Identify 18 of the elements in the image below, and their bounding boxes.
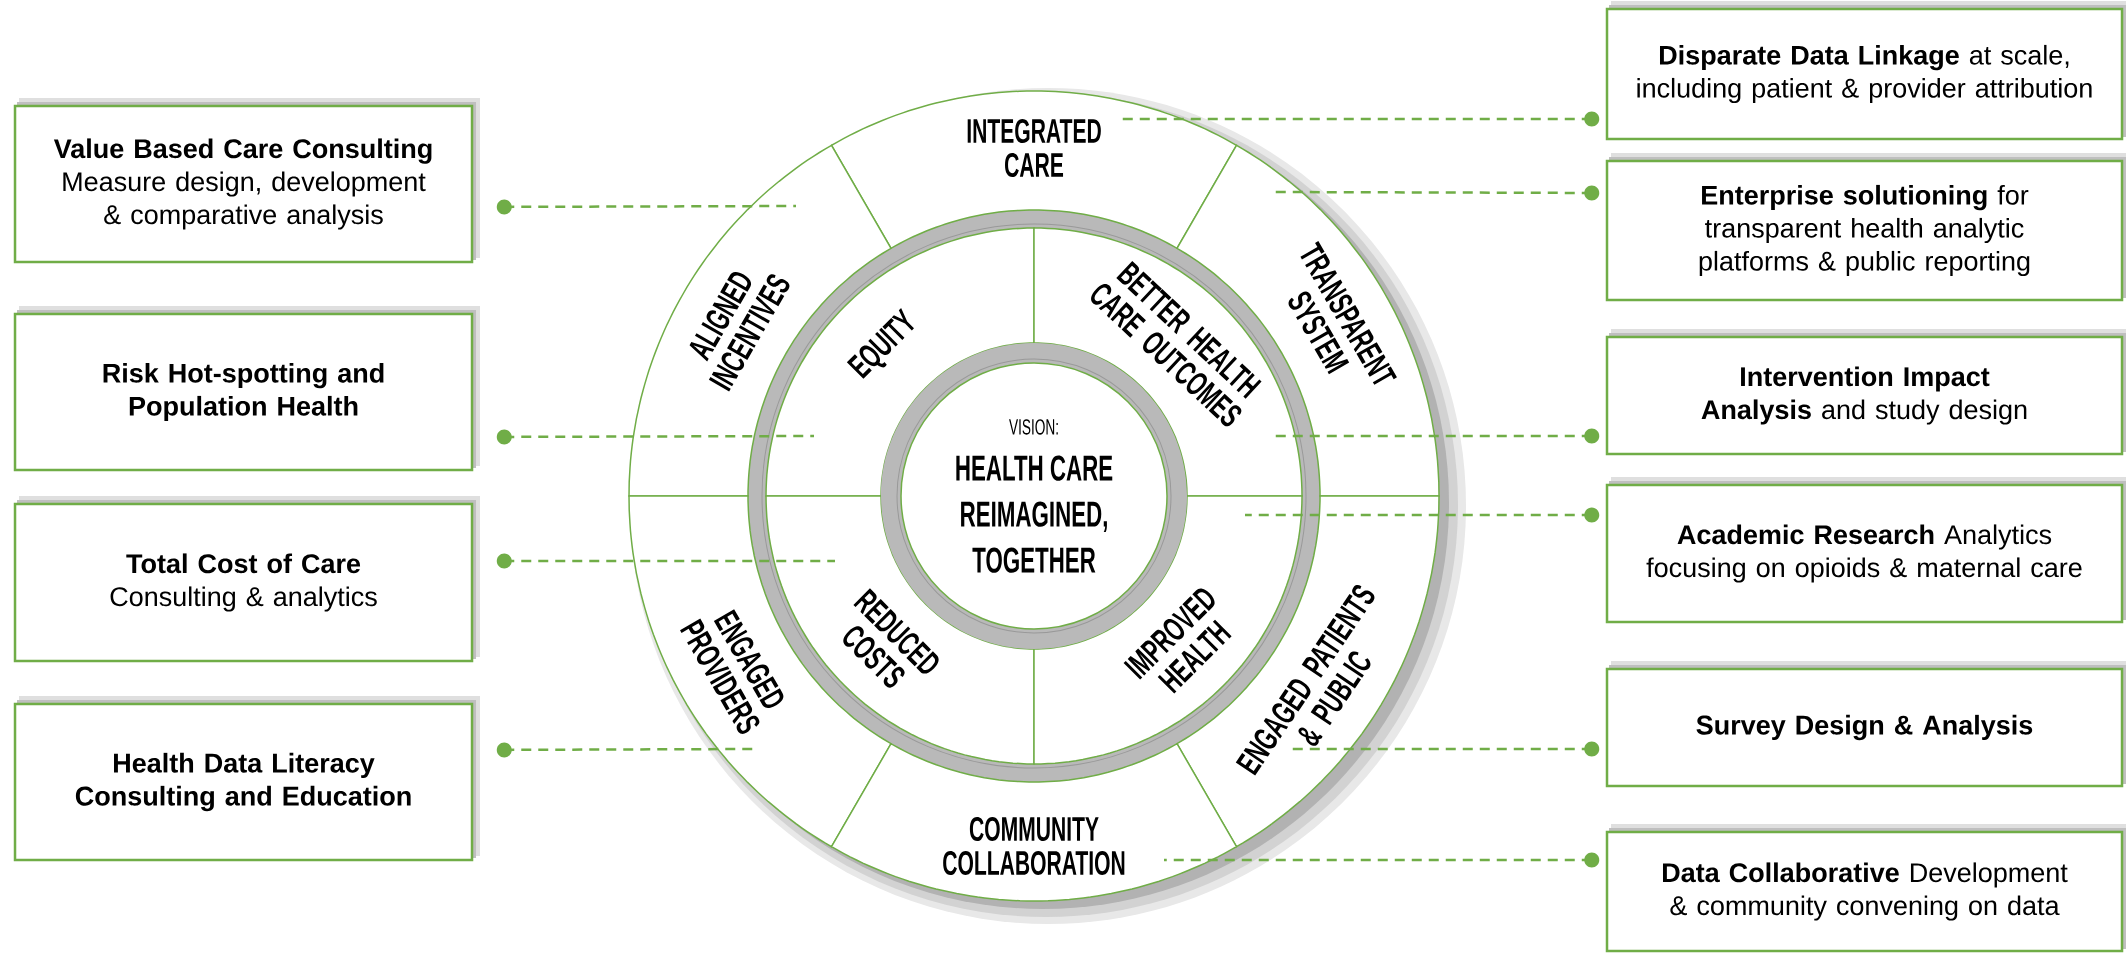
service-box: Academic Research Analytics focusing on opioids & maternal care bbox=[1605, 477, 2126, 624]
leader-line bbox=[496, 199, 796, 215]
leader-line bbox=[1164, 852, 1600, 868]
leader-line bbox=[496, 553, 835, 569]
service-box: Disparate Data Linkage at scale, including patient & provider attribution bbox=[1605, 1, 2126, 141]
leader-line bbox=[496, 429, 814, 445]
leader-line bbox=[1291, 741, 1600, 757]
service-box: Enterprise solutioning for transparent health analytic platforms & public reporting bbox=[1605, 153, 2126, 302]
service-box: Risk Hot-spotting and Population Health bbox=[13, 306, 480, 472]
service-box: Health Data Literacy Consulting and Education bbox=[13, 696, 480, 862]
service-box: Total Cost of Care Consulting & analytics bbox=[13, 496, 480, 663]
service-box: Intervention Impact Analysis and study design bbox=[1605, 329, 2126, 456]
ring-segment: INTEGRATED CARE bbox=[830, 90, 1238, 250]
service-box: Value Based Care Consulting Measure design, development & comparative analysis bbox=[13, 98, 480, 264]
service-box: Survey Design & Analysis bbox=[1605, 661, 2126, 788]
leader-line bbox=[496, 742, 753, 758]
service-box: Data Collaborative Development & community convening on data bbox=[1605, 824, 2126, 953]
leader-line bbox=[1245, 507, 1600, 523]
